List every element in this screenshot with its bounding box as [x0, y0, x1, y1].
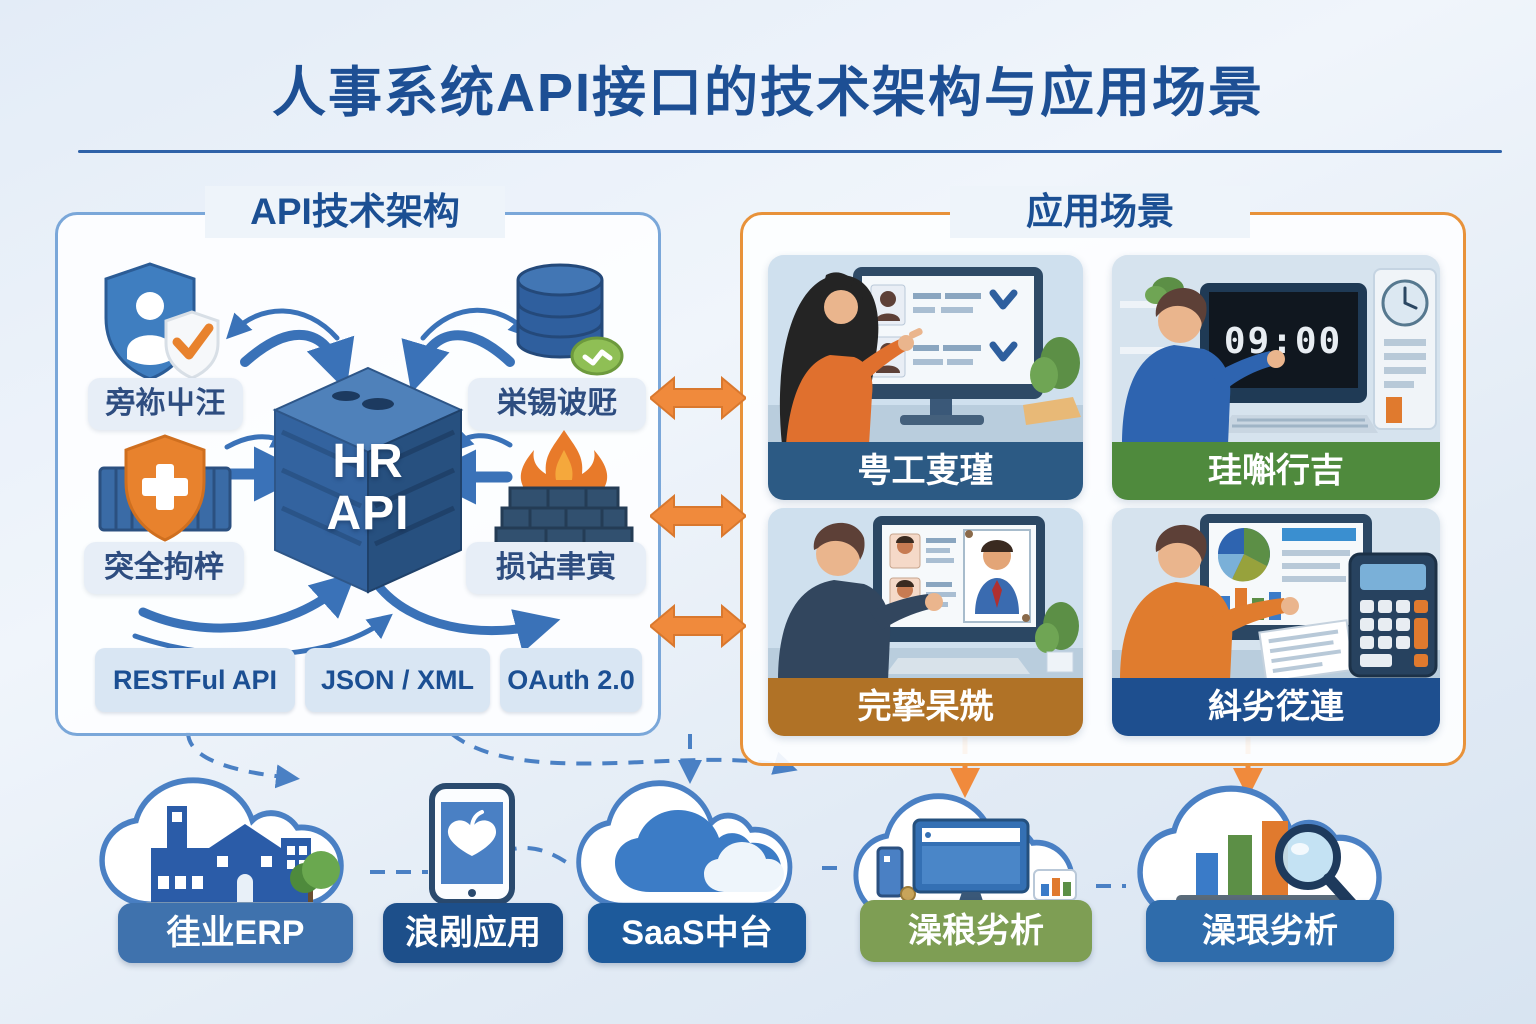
mobile-phone-icon — [429, 783, 515, 905]
security-label: 突全拘梓 — [84, 542, 244, 594]
factory-icon — [145, 806, 340, 908]
scenario-card-payroll: 紏劣徔連 — [1112, 508, 1440, 736]
badge-json-xml: JSON / XML — [305, 648, 490, 712]
attendance-illustration: 09:00 — [1112, 255, 1440, 445]
analytics-label: 澡稂劣析 — [860, 900, 1092, 962]
mobile-app-label: 浪剐应用 — [383, 903, 563, 963]
scenario-card-employee-management: 甹工叓瑾 — [768, 255, 1083, 500]
cloud-icon — [615, 810, 784, 892]
exchange-arrow-icon — [650, 603, 746, 649]
scenario-label: 完挚杲兟 — [768, 678, 1083, 736]
page-title: 人事系统API接口的技术架构与应用场景 — [271, 63, 1265, 123]
analytics-report-label: 澡珢劣析 — [1146, 900, 1394, 962]
firewall-label: 损诂聿寅 — [466, 542, 646, 594]
left-panel-header: API技术架构 — [205, 186, 505, 238]
badge-oauth: OAuth 2.0 — [500, 648, 642, 712]
security-shield-icon — [98, 434, 232, 542]
exchange-arrow-icon — [650, 493, 746, 539]
badge-restful-api: RESTFul API — [95, 648, 295, 712]
scenario-label: 珪嘝行吉 — [1112, 442, 1440, 500]
scenario-card-profiles: 完挚杲兟 — [768, 508, 1083, 736]
exchange-arrow-icon — [650, 375, 746, 421]
database-label: 栄锡诐觃 — [468, 378, 646, 430]
profiles-illustration — [768, 508, 1083, 681]
payroll-illustration — [1112, 508, 1440, 684]
title-underline — [78, 150, 1502, 153]
bar-chart-magnifier-icon — [1176, 821, 1362, 915]
hr-api-label: HR API — [326, 435, 410, 540]
scenario-label: 甹工叓瑾 — [768, 442, 1083, 500]
computer-icon — [876, 818, 1077, 911]
auth-shield-icon — [104, 262, 220, 381]
scenario-label: 紏劣徔連 — [1112, 678, 1440, 736]
firewall-icon — [494, 430, 634, 550]
database-icon — [516, 263, 624, 376]
scenario-card-attendance: 09:00 珪嘝行吉 — [1112, 255, 1440, 500]
erp-label: 徍业ERP — [118, 903, 353, 963]
employee-management-illustration — [768, 255, 1083, 445]
auth-label: 旁袮屮汪 — [88, 378, 243, 430]
saas-label: SaaS中台 — [588, 903, 806, 963]
right-panel-header: 应用场景 — [950, 186, 1250, 238]
